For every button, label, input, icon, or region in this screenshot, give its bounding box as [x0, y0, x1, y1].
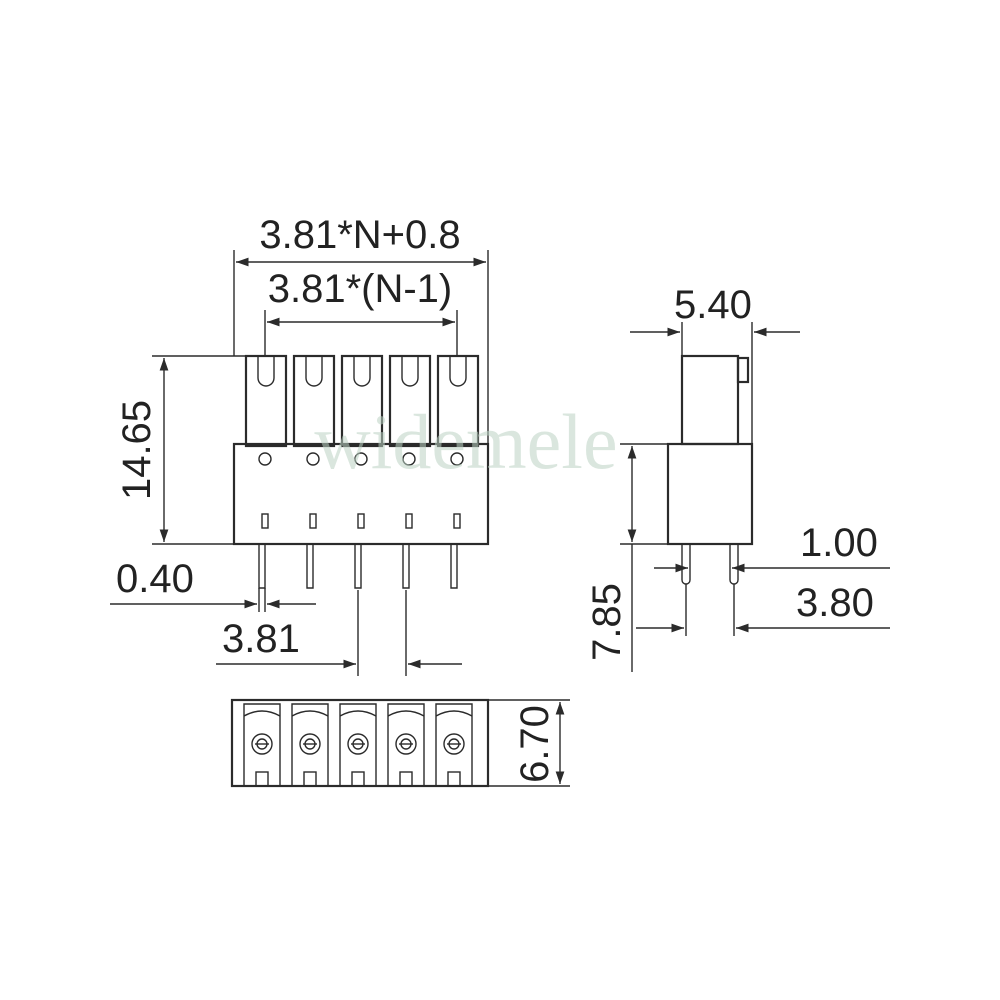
dim-side-pin-gap: 1.00: [654, 521, 890, 573]
dim-pitch-span: 3.81*(N-1): [264, 267, 458, 356]
front-pins: [258, 544, 458, 589]
front-view: 3.81*N+0.8 3.81*(N-1) 14.65 0.40: [110, 213, 490, 676]
dim-label-side-pin-pitch: 3.80: [796, 581, 874, 625]
dim-pitch: 3.81: [216, 590, 462, 676]
dim-label-side-pin-gap: 1.00: [800, 521, 878, 565]
dim-height: 14.65: [115, 355, 246, 545]
dim-label-pitch-span: 3.81*(N-1): [268, 267, 453, 311]
dim-side-pin-pitch: 3.80: [636, 581, 890, 636]
bottom-view: 6.70: [230, 698, 570, 788]
dim-label-bottom-depth: 6.70: [513, 705, 557, 783]
watermark-text: widemele: [314, 398, 617, 485]
side-body: [666, 442, 754, 546]
dim-label-height: 14.65: [115, 400, 159, 500]
dim-label-pitch: 3.81: [222, 617, 300, 661]
dim-label-pin-width: 0.40: [116, 557, 194, 601]
front-screw-slots: [257, 356, 467, 387]
front-housings: [244, 354, 480, 448]
side-top-housing: [680, 354, 740, 446]
dim-label-side-width: 5.40: [674, 283, 752, 327]
dim-side-width: 5.40: [630, 283, 800, 444]
bottom-cells: [243, 703, 473, 786]
dim-label-overall-width: 3.81*N+0.8: [259, 213, 460, 257]
dim-pin-width: 0.40: [110, 557, 316, 612]
bottom-pin-tabs: [255, 771, 461, 787]
side-latch: [736, 356, 750, 384]
side-view: 5.40 1.00 3.80 7.85: [585, 283, 890, 672]
front-pin-slots: [261, 513, 461, 529]
dim-bottom-depth: 6.70: [488, 699, 570, 787]
dim-overall-width: 3.81*N+0.8: [233, 213, 489, 444]
bottom-screws: [251, 733, 465, 755]
front-wire-holes: [258, 452, 464, 466]
dim-side-body-height: 7.85: [585, 443, 668, 672]
side-pins: [681, 544, 739, 585]
dim-label-side-body-height: 7.85: [585, 583, 629, 661]
